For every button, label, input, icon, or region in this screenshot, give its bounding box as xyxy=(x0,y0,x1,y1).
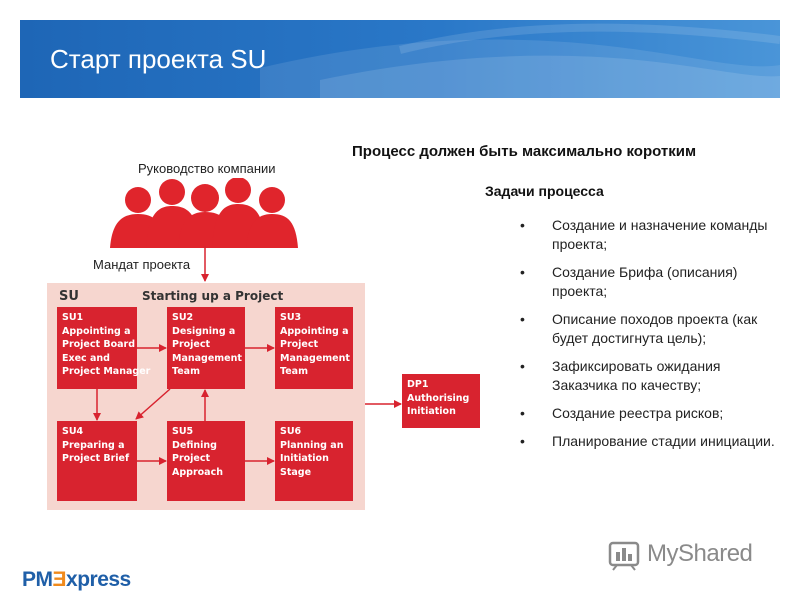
box-line: Project xyxy=(172,339,211,350)
myshared-watermark: MyShared xyxy=(607,535,767,571)
box-line: Designing a xyxy=(172,325,236,337)
box-line: SU6 xyxy=(280,426,302,437)
box-line: Initiation xyxy=(407,406,456,417)
box-line: SU3 xyxy=(280,312,302,323)
box-line: Project Manager xyxy=(62,366,151,377)
box-line: Exec and xyxy=(62,352,110,364)
box-line: Planning an xyxy=(280,439,344,451)
box-line: Preparing a xyxy=(62,439,125,451)
box-line: SU2 xyxy=(172,312,194,323)
box-line: Project Board xyxy=(62,339,136,350)
tasks-list: •Создание и назначение команды проекта; … xyxy=(520,216,780,460)
box-line: Authorising xyxy=(407,392,470,404)
slide-title: Старт проекта SU xyxy=(50,44,267,74)
box-line: Project xyxy=(280,339,319,350)
myshared-text: MyShared xyxy=(647,540,753,567)
task-text: Планирование стадии инициации. xyxy=(552,433,775,449)
box-line: Project Brief xyxy=(62,453,130,464)
box-line: Management xyxy=(280,352,350,364)
box-line: DP1 xyxy=(407,379,429,390)
box-line: SU1 xyxy=(62,312,84,323)
process-headline: Процесс должен быть максимально коротким xyxy=(352,143,697,160)
box-line: Management xyxy=(172,352,242,364)
process-box-su5: SU5 Defining Project Approach xyxy=(167,421,245,501)
bullet-icon: • xyxy=(520,264,525,280)
box-line: Defining xyxy=(172,439,217,451)
task-text: Создание Брифа (описания) проекта; xyxy=(552,264,738,299)
task-text: Зафиксировать ожидания Заказчика по каче… xyxy=(552,358,721,393)
box-line: SU5 xyxy=(172,426,194,437)
list-item: • Планирование стадии инициации. xyxy=(520,432,780,451)
task-text: Описание походов проекта (как будет дост… xyxy=(552,311,758,346)
people-silhouette-icon xyxy=(110,178,298,248)
process-box-su2: SU2 Designing a Project Management Team xyxy=(167,307,245,389)
task-text: Создание реестра рисков; xyxy=(552,405,724,421)
box-line: SU4 xyxy=(62,426,84,437)
box-line: Stage xyxy=(280,466,312,478)
box-line: Initiation xyxy=(280,453,329,464)
box-line: Project xyxy=(172,453,211,464)
list-item: • Создание Брифа (описания) проекта; xyxy=(520,263,780,301)
box-line: Appointing a xyxy=(62,325,131,337)
process-box-dp1: DP1 Authorising Initiation xyxy=(402,374,480,428)
list-item: • Создание и назначение команды проекта; xyxy=(520,216,780,254)
process-box-su4: SU4 Preparing a Project Brief xyxy=(57,421,137,501)
bullet-icon: • xyxy=(520,217,525,233)
logo-part: Ǝ xyxy=(52,568,67,591)
bullet-icon: • xyxy=(520,358,525,374)
mandate-caption: Мандат проекта xyxy=(93,257,191,272)
process-box-su6: SU6 Planning an Initiation Stage xyxy=(275,421,353,501)
box-line: Team xyxy=(172,366,200,377)
tasks-heading: Задачи процесса xyxy=(485,183,604,199)
list-item: • Описание походов проекта (как будет дос… xyxy=(520,310,780,348)
logo-part: PM xyxy=(22,568,53,591)
process-box-su3: SU3 Appointing a Project Management Team xyxy=(275,307,353,389)
box-line: Team xyxy=(280,366,308,377)
bullet-icon: • xyxy=(520,433,525,449)
panel-code: SU xyxy=(59,289,79,304)
process-box-su1: SU1 Appointing a Project Board Exec and … xyxy=(57,307,151,389)
box-line: Approach xyxy=(172,466,223,478)
panel-name: Starting up a Project xyxy=(142,289,284,303)
list-item: • Создание реестра рисков; xyxy=(520,404,780,423)
bullet-icon: • xyxy=(520,311,525,327)
banner-wave-decoration xyxy=(260,23,780,98)
title-banner: Старт проекта SU xyxy=(20,20,780,98)
arrow-su2-su4 xyxy=(135,388,171,420)
list-item: • Зафиксировать ожидания Заказчика по кач… xyxy=(520,357,780,395)
management-caption: Руководство компании xyxy=(138,161,276,176)
bullet-icon: • xyxy=(520,405,525,421)
box-line: Appointing a xyxy=(280,325,349,337)
pmexpress-logo: PMƎxpress xyxy=(22,568,131,592)
logo-part: xpress xyxy=(66,568,131,591)
task-text: Создание и назначение команды проекта; xyxy=(552,217,768,252)
myshared-logo-icon xyxy=(608,541,640,571)
